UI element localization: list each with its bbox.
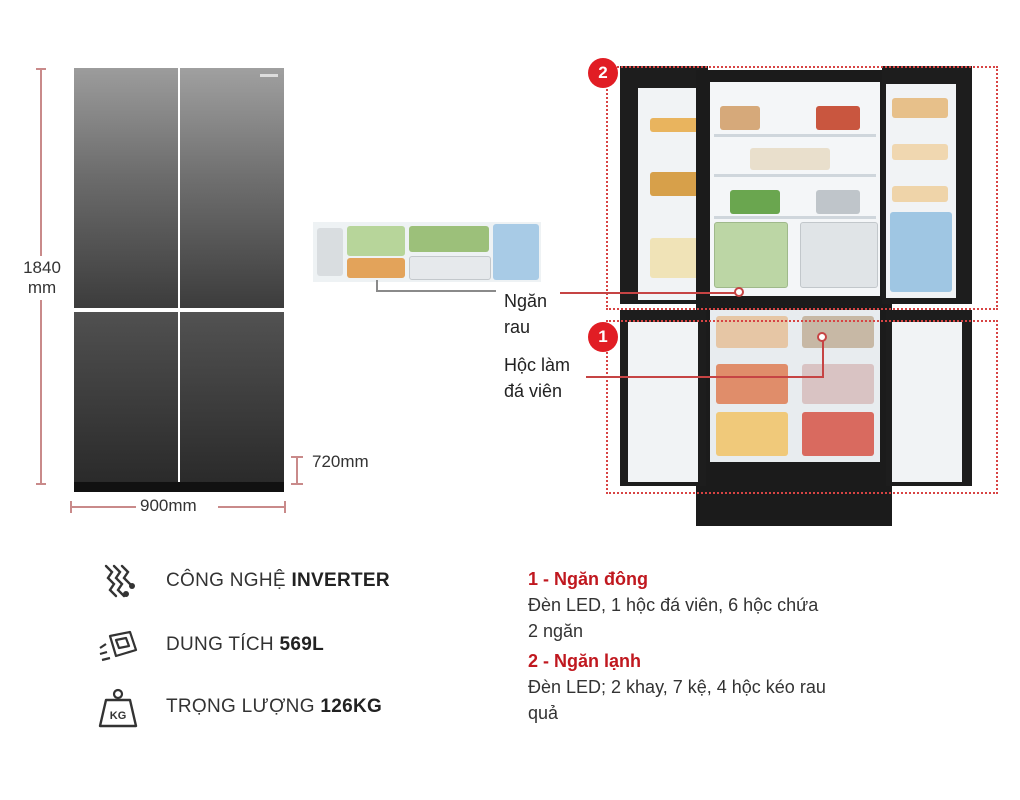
width-tick-left [70,501,72,513]
water-bottles [890,212,952,292]
veg-drawer-marker [734,287,744,297]
label-value: 126KG [320,696,383,717]
bottom-left-door [74,312,178,484]
fridge-heading: 2 - Ngăn lạnh [528,651,642,671]
door-bin [892,144,948,160]
fridge-open-view [620,62,972,526]
label-value: INVERTER [291,570,390,591]
width-tick-right [284,501,286,513]
label-prefix: TRỌNG LƯỢNG [166,696,321,717]
bottom-right-door [180,312,284,484]
depth-tick-top [291,456,303,458]
feature-weight-label: TRỌNG LƯỢNG 126KG [166,696,382,718]
veg-drawer-pointer-vertical [376,280,378,292]
inverter-chip-icon [96,562,140,602]
drawer-item [347,258,405,278]
height-dimension-tick-bottom [36,483,46,485]
food-item [720,106,760,130]
height-value: 1840 [23,258,61,277]
feature-capacity: DUNG TÍCH 569L [96,626,476,666]
shelf [714,134,876,137]
veg-drawer-callout-line [560,292,738,294]
drawer-item [317,228,343,276]
width-dimension-line-right [218,506,284,508]
food-item [816,190,860,214]
depth-tick-bottom [291,483,303,485]
door-bin [650,118,700,132]
label-prefix: CÔNG NGHỆ [166,570,292,591]
drawer-item [409,226,489,252]
freezer-drawer [716,412,788,456]
freezer-drawer [802,364,874,404]
ice-box-label-line2: đá viên [504,381,563,401]
depth-dimension-line [296,456,298,484]
drawer-item [347,226,405,256]
shelf [714,216,876,219]
fridge-front-view [74,68,284,492]
fridge-description: 2 - Ngăn lạnh Đèn LED; 2 khay, 7 kệ, 4 h… [528,648,826,726]
freezer-heading: 1 - Ngăn đông [528,569,648,589]
freezer-drawer [802,412,874,456]
ice-box-marker [817,332,827,342]
freezer-compartment-outline [606,320,998,494]
freezer-left-door-inside [628,322,698,482]
shelf [714,174,876,177]
food-item [730,190,780,214]
crisper-drawer [714,222,788,288]
brand-logo [260,74,278,77]
fridge-compartment-outline [606,66,998,310]
ice-box-callout-line [586,376,824,378]
feature-weight: KG TRỌNG LƯỢNG 126KG [96,688,476,728]
ice-box-label-line1: Hộc làm [504,355,571,375]
veg-drawer-pointer-line [376,290,496,292]
width-dimension-label: 900mm [140,496,197,515]
label-value: 569L [279,634,324,655]
capacity-box-icon [96,626,140,666]
freezer-drawer [716,364,788,404]
feature-inverter: CÔNG NGHỆ INVERTER [96,562,476,602]
vegetable-drawer-closeup [313,222,541,282]
width-dimension-line-left [70,506,136,508]
freezer-right-door-inside [892,322,962,482]
height-dimension-tick-top [36,68,46,70]
crisper-drawer [800,222,878,288]
freezer-description: 1 - Ngăn đông Đèn LED, 1 hộc đá viên, 6 … [528,566,818,644]
food-item [816,106,860,130]
veg-drawer-callout: Ngăn rau [504,288,547,340]
veg-drawer-label-line2: rau [504,317,531,337]
weight-kg-icon: KG [96,688,140,728]
fridge-base [74,482,284,492]
door-bin [892,98,948,118]
height-unit: mm [27,278,57,297]
depth-dimension-label: 720mm [312,452,369,471]
height-dimension-label: 1840 mm [14,256,70,300]
fridge-compartment-badge: 2 [588,58,618,88]
drawer-item [493,224,539,280]
top-right-door [180,68,284,308]
veg-drawer-label-line1: Ngăn [504,291,548,311]
top-left-door [74,68,178,308]
drawer-item [409,256,491,280]
feature-capacity-label: DUNG TÍCH 569L [166,634,324,656]
label-prefix: DUNG TÍCH [166,634,280,655]
freezer-compartment-badge: 1 [588,322,618,352]
door-bin [650,172,700,196]
ice-box-callout-line-vertical [822,340,824,378]
fridge-detail-line1: Đèn LED; 2 khay, 7 kệ, 4 hộc kéo rau [528,677,826,697]
weight-icon-text: KG [110,710,127,722]
feature-inverter-label: CÔNG NGHỆ INVERTER [166,570,390,592]
door-bin [892,186,948,202]
ice-box-callout: Hộc làm đá viên [504,352,570,404]
freezer-detail-line2: 2 ngăn [528,621,584,641]
freezer-detail-line1: Đèn LED, 1 hộc đá viên, 6 hộc chứa [528,595,819,615]
fridge-detail-line2: quả [528,703,559,723]
door-bin [650,238,700,278]
food-item [750,148,830,170]
